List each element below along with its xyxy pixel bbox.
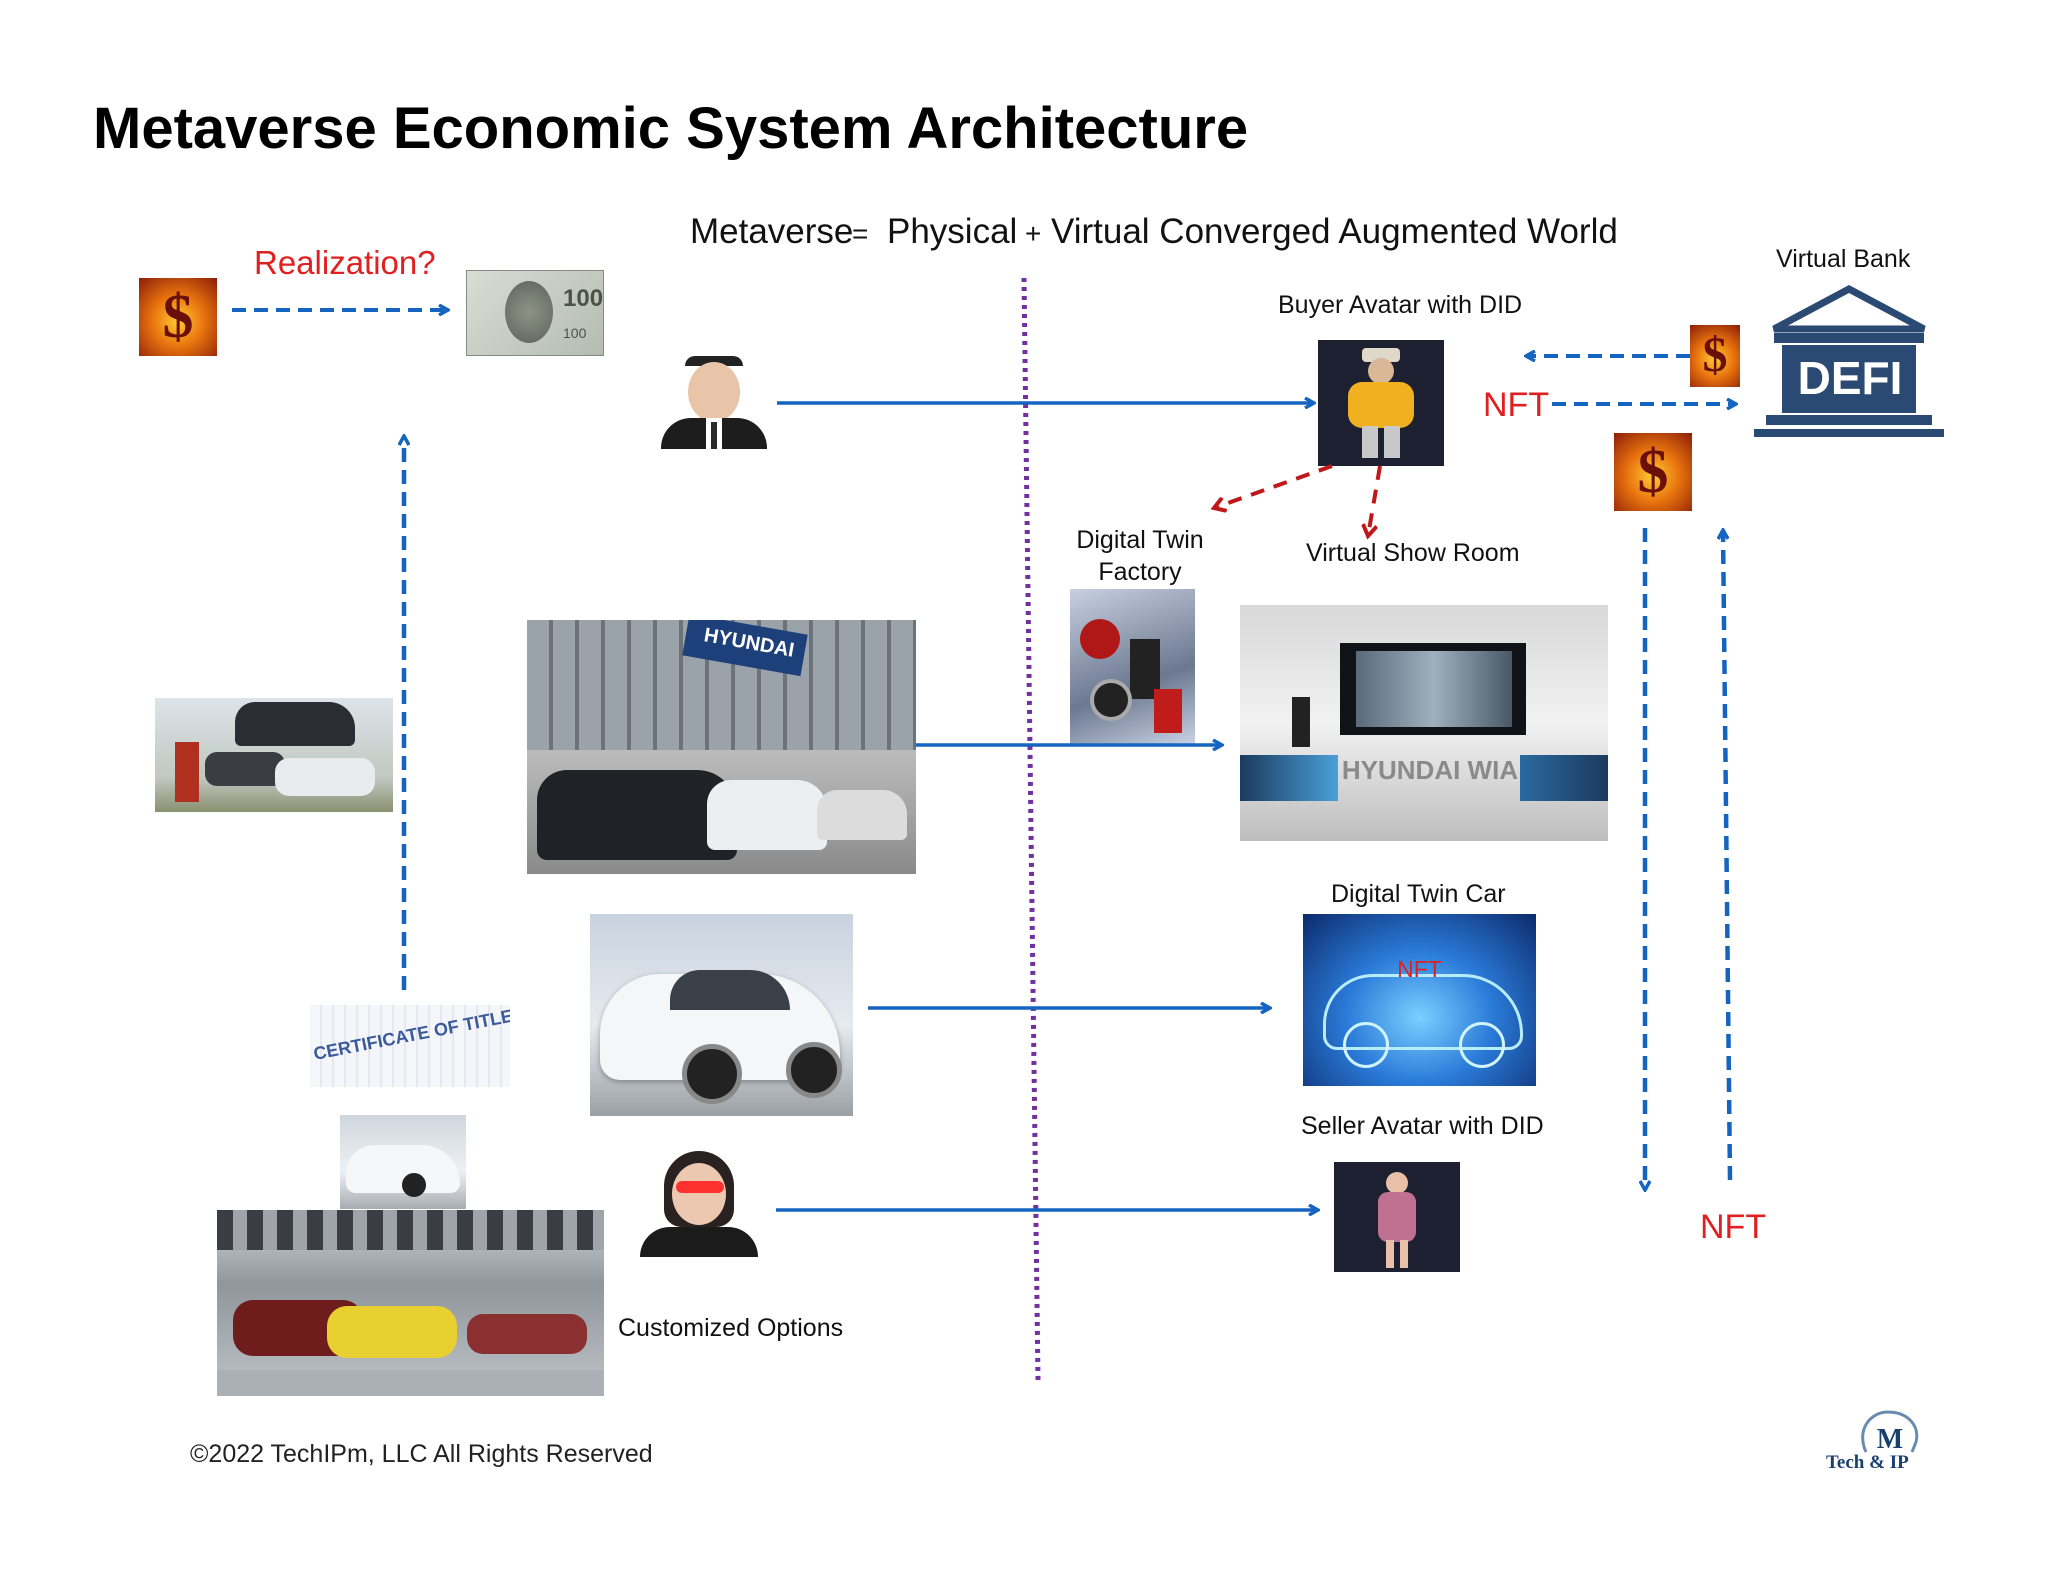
dollar-coin-icon: $ — [1690, 325, 1740, 387]
defi-text: DEFI — [1797, 352, 1903, 404]
dollar-coin-icon: $ — [1614, 433, 1692, 511]
buyer-photo — [651, 356, 777, 449]
buyer-avatar-label: Buyer Avatar with DID — [1278, 291, 1523, 319]
logo-letter: M — [1876, 1424, 1904, 1455]
virtual-bank-label: Virtual Bank — [1776, 245, 1911, 273]
small-car-image — [340, 1115, 466, 1209]
nft-to-bank-vertical-arrow — [1723, 530, 1733, 1181]
virtual-show-room-label: Virtual Show Room — [1306, 539, 1520, 567]
digital-twin-factory-image — [1070, 589, 1195, 745]
certificate-image: CERTIFICATE OF TITLE — [310, 1005, 510, 1087]
avatar-to-showroom-arrow — [1368, 465, 1382, 536]
nft-right-label: NFT — [1700, 1208, 1767, 1246]
dealership-image: HYUNDAI — [527, 620, 916, 874]
digital-twin-car-label: Digital Twin Car — [1331, 880, 1506, 908]
physical-virtual-divider — [1021, 277, 1041, 1381]
equation-plus: + — [1025, 218, 1042, 249]
showroom-brand-text: HYUNDAI WIA — [1341, 755, 1519, 785]
seller-photo — [636, 1149, 762, 1257]
white-car-image — [590, 914, 853, 1116]
buyer-avatar-image — [1318, 340, 1444, 466]
bank-building-icon: DEFI — [1752, 281, 1947, 441]
digital-twin-car-image: NFT — [1303, 914, 1536, 1086]
nft-bank-label: NFT — [1483, 386, 1550, 424]
realization-label: Realization? — [254, 244, 436, 281]
avatar-to-factory-arrow — [1214, 464, 1333, 508]
equation-physical: Physical — [887, 212, 1018, 251]
seller-avatar-image — [1334, 1162, 1460, 1272]
equation-equals: = — [852, 218, 869, 249]
virtual-show-room-image: HYUNDAI WIA — [1240, 605, 1608, 841]
page-title: Metaverse Economic System Architecture — [93, 96, 1249, 161]
face-mask-icon — [676, 1181, 724, 1193]
customized-options-label: Customized Options — [618, 1314, 844, 1342]
car-nft-label: NFT — [1397, 956, 1442, 982]
equation-metaverse: Metaverse — [690, 212, 854, 251]
car-carrier-image — [155, 698, 393, 812]
seller-avatar-label: Seller Avatar with DID — [1301, 1112, 1544, 1140]
dollar-coin-icon: $ — [139, 278, 217, 356]
techip-logo: M — [1826, 1408, 1946, 1474]
logo-text: Tech & IP — [1826, 1452, 1909, 1473]
hundred-dollar-bill-icon: 100 100 — [466, 270, 604, 356]
digital-twin-factory-label: Digital Twin Factory — [1076, 526, 1204, 586]
assembly-line-image — [217, 1210, 604, 1396]
copyright-text: ©2022 TechIPm, LLC All Rights Reserved — [190, 1440, 653, 1468]
equation-virtual: Virtual Converged Augmented World — [1051, 212, 1618, 251]
